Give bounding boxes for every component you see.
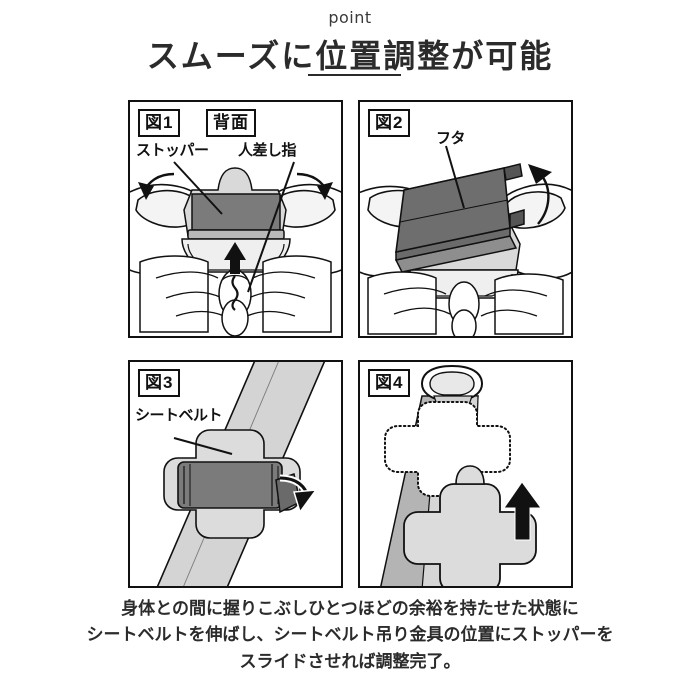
page-title: スムーズに位置調整が可能 [146, 38, 554, 74]
figure-1-illustration [130, 161, 341, 336]
figure-panel-1: 図1 背面 ストッパー 人差し指 [128, 100, 343, 338]
caption-line-2: シートベルトを伸ばし、シートベルト吊り金具の位置にストッパーを [86, 625, 614, 645]
figure-3-illustration [156, 362, 326, 586]
figure-panel-4: 図4 [358, 360, 573, 588]
figure-4-illustration [380, 364, 542, 586]
callout-index-finger: 人差し指 [238, 142, 297, 159]
title-underline [308, 74, 401, 76]
figure-panel-3: 図3 シートベルト [128, 360, 343, 588]
caption-block: 身体との間に握りこぶしひとつほどの余裕を持たせた状態に シートベルトを伸ばし、シ… [0, 596, 700, 675]
figure-tag-4: 図4 [368, 369, 411, 397]
figure-panel-grid: 図1 背面 ストッパー 人差し指 [128, 100, 573, 588]
figure-panel-2: 図2 フタ [358, 100, 573, 338]
figure-tag-2: 図2 [368, 109, 411, 137]
callout-stopper: ストッパー [136, 142, 209, 159]
eyebrow-label: point [328, 8, 372, 27]
callout-seatbelt: シートベルト [135, 407, 223, 424]
figure-tag-1: 図1 [138, 109, 181, 137]
caption-line-3: スライドさせれば調整完了。 [239, 651, 461, 671]
figure-2-illustration [360, 145, 571, 336]
callout-lid: フタ [436, 130, 466, 147]
side-tag-back: 背面 [206, 109, 256, 137]
figure-tag-3: 図3 [138, 369, 181, 397]
caption-line-1: 身体との間に握りこぶしひとつほどの余裕を持たせた状態に [121, 599, 579, 618]
